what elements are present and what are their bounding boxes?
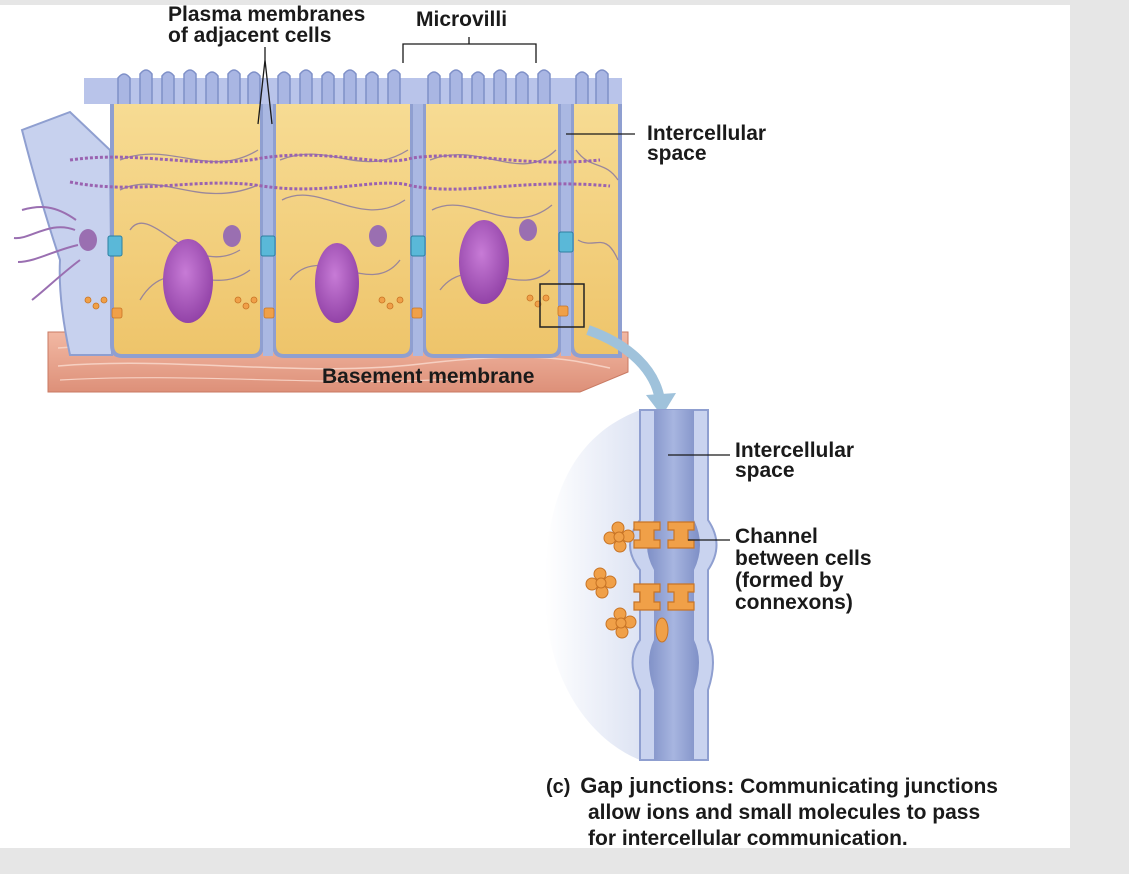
caption-tag: (c) (546, 776, 571, 798)
plasma-membranes-label-line1: Plasma membranes (168, 3, 366, 26)
top-leader-lines (257, 37, 635, 135)
gap-junction-detail (545, 409, 730, 761)
plasma-membranes-label-line2: of adjacent cells (168, 24, 332, 47)
desmosome-chains (69, 153, 611, 191)
caption-text-line3: for intercellular communication. (588, 827, 908, 850)
junction-complexes (79, 219, 574, 319)
caption-text-line1: Communicating junctions (740, 775, 998, 798)
intercellular-space-detail-line1: Intercellular (735, 439, 855, 462)
basement-membrane-label: Basement membrane (322, 365, 535, 388)
intercellular-space-detail-line2: space (735, 459, 795, 482)
channel-label-line2: between cells (735, 547, 872, 570)
intercellular-space-top-line2: space (647, 142, 707, 165)
plasma-membranes-label: Plasma membranes of adjacent cells (168, 4, 365, 46)
intercellular-space-label-detail: Intercellular space (735, 439, 855, 482)
intercellular-space-top-line1: Intercellular (647, 122, 767, 145)
caption-title: Gap junctions: (580, 773, 735, 798)
microvilli-brush-border (84, 69, 622, 104)
channel-label-line4: connexons) (735, 591, 853, 614)
zoom-indicator (539, 283, 676, 416)
channel-label: Channel between cells (formed by connexo… (735, 526, 872, 614)
caption-text-line2: allow ions and small molecules to pass (588, 801, 981, 824)
microvilli-label: Microvilli (416, 8, 508, 31)
figure-caption: (c) Gap junctions: Communicating junctio… (546, 773, 998, 852)
intercellular-space-label-top: Intercellular space (647, 122, 767, 165)
channel-label-line3: (formed by (735, 569, 844, 592)
cell-nuclei (163, 220, 509, 323)
left-cut-cell (13, 110, 114, 356)
channel-label-line1: Channel (735, 525, 818, 548)
